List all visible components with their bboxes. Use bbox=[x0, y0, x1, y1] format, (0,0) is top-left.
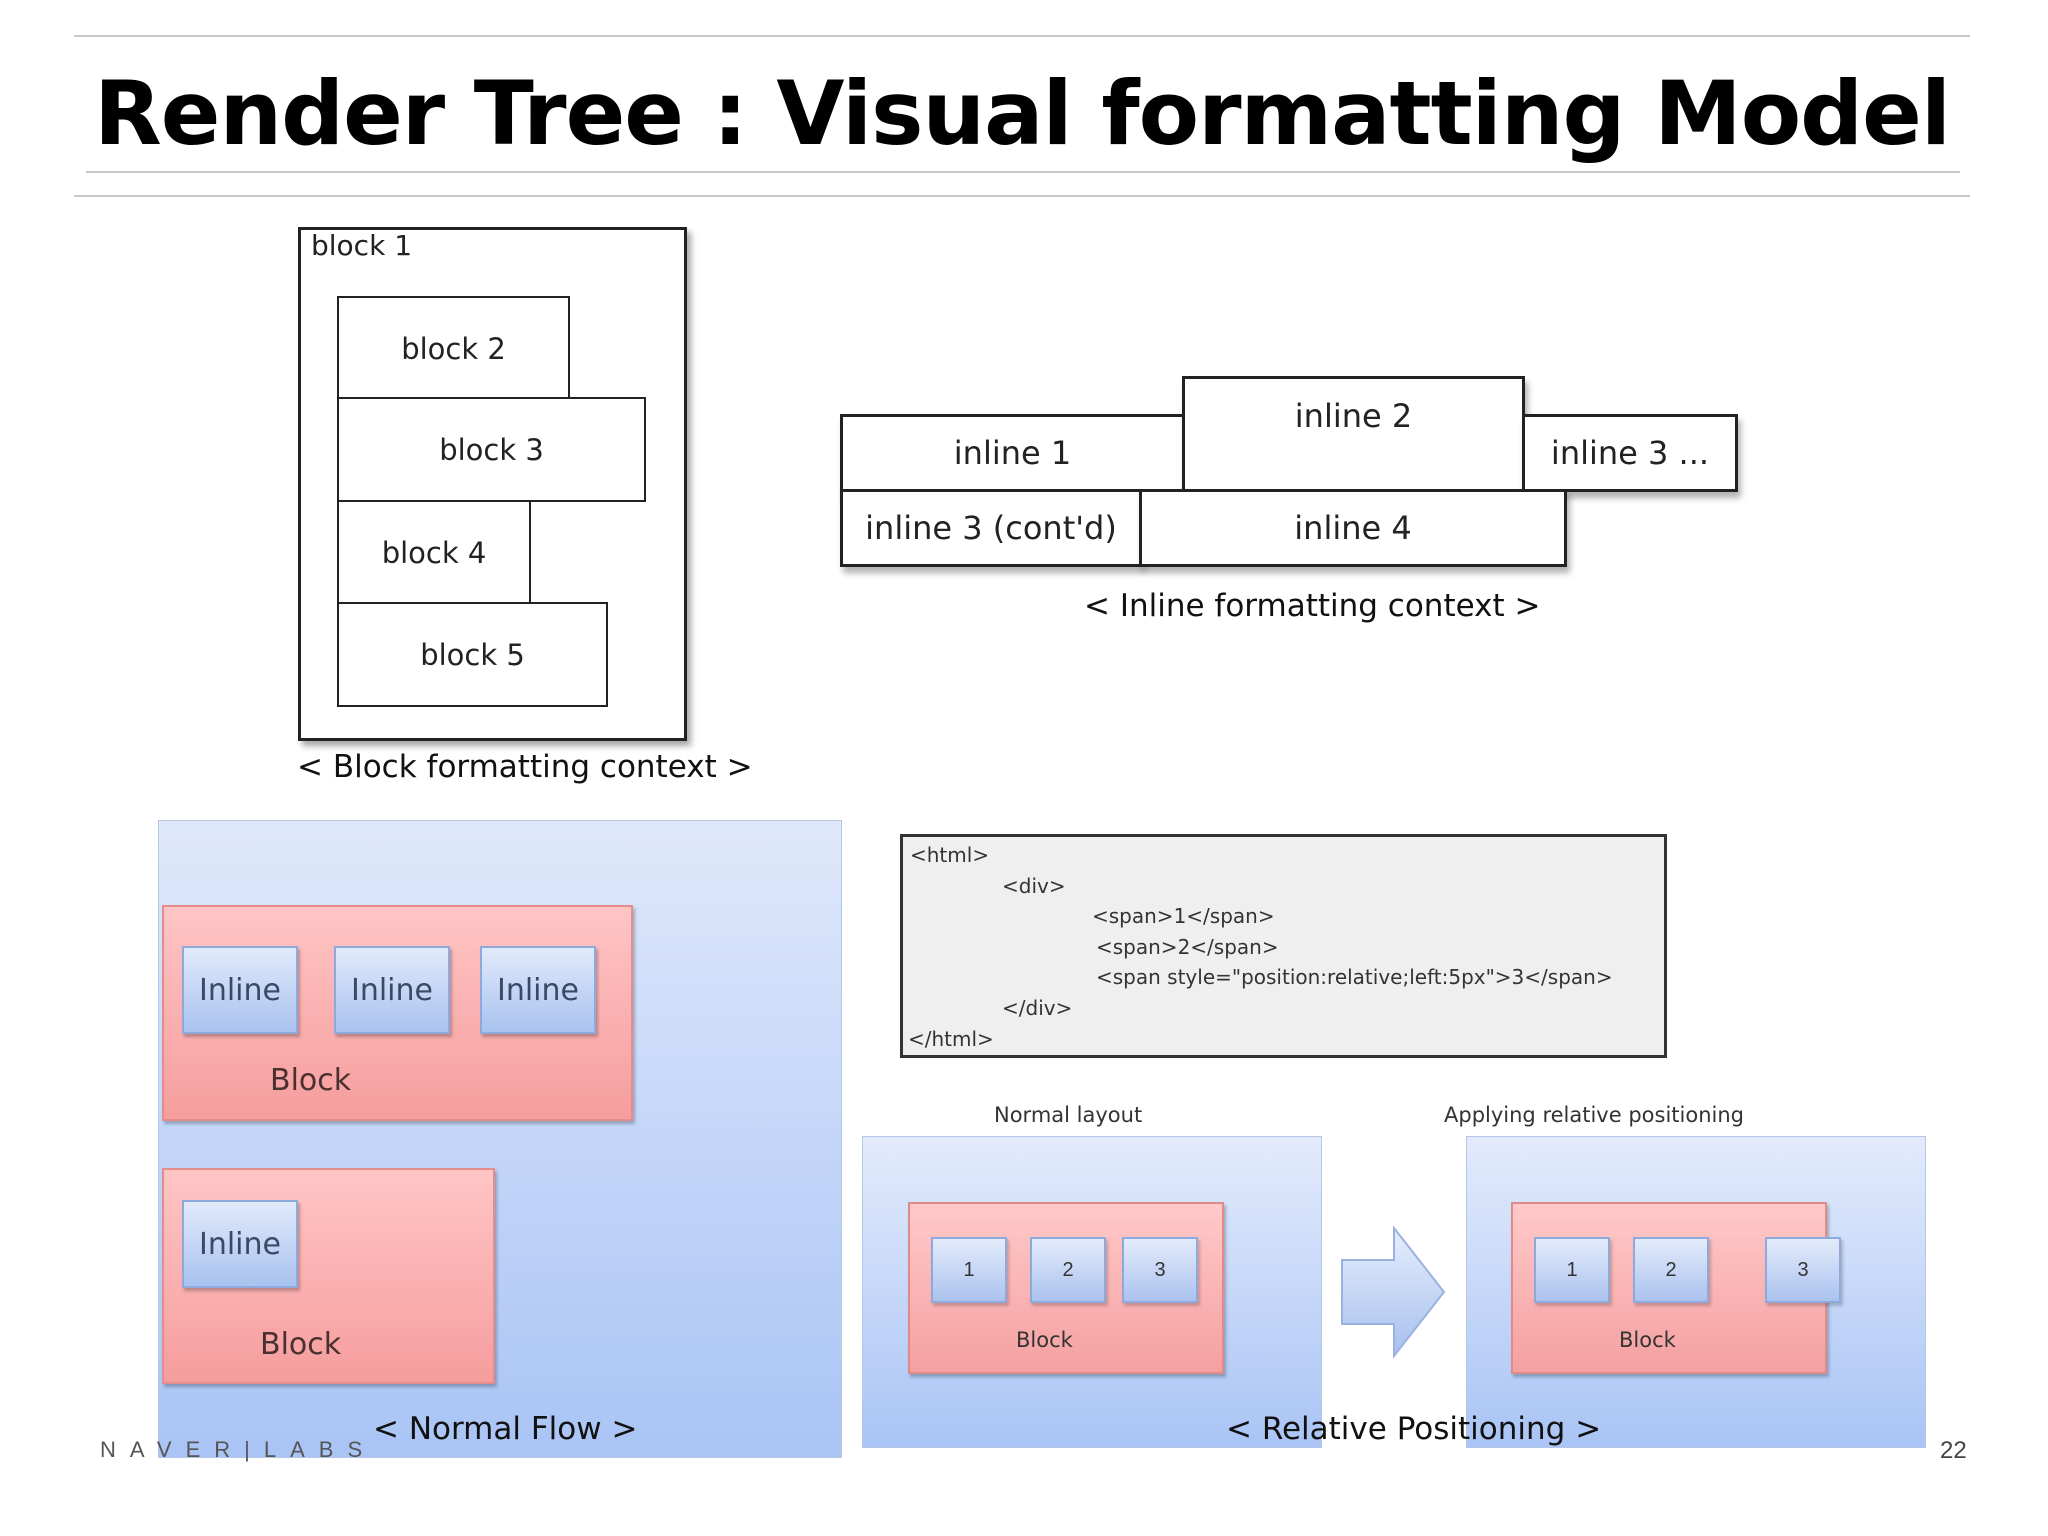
title-underline bbox=[86, 171, 1960, 173]
normal-layout-span-2: 2 bbox=[1030, 1237, 1106, 1303]
code-line: <span>2</span> bbox=[1096, 935, 1279, 959]
inline-3-cont-box: inline 3 (cont'd) bbox=[840, 489, 1142, 567]
normal-layout-span-1: 1 bbox=[931, 1237, 1007, 1303]
applied-layout-span-3: 3 bbox=[1765, 1237, 1841, 1303]
relative-positioning-caption: < Relative Positioning > bbox=[1226, 1411, 1602, 1447]
code-sample-box bbox=[900, 834, 1667, 1058]
block-1-label: block 1 bbox=[311, 229, 413, 262]
block-context-caption: < Block formatting context > bbox=[297, 749, 753, 785]
normal-flow-caption: < Normal Flow > bbox=[373, 1411, 638, 1447]
applied-layout-block-label: Block bbox=[1619, 1328, 1676, 1352]
top-rule bbox=[74, 35, 1970, 37]
normal-flow-block-2-label: Block bbox=[260, 1327, 342, 1362]
inline-4-box: inline 4 bbox=[1139, 489, 1567, 567]
slide-title: Render Tree : Visual formatting Model bbox=[94, 62, 1951, 165]
code-line: <html> bbox=[910, 843, 990, 867]
normal-layout-block-label: Block bbox=[1016, 1328, 1073, 1352]
inline-2-box: inline 2 bbox=[1182, 376, 1525, 492]
inline-3-box: inline 3 ... bbox=[1522, 414, 1738, 492]
applied-layout-span-1: 1 bbox=[1534, 1237, 1610, 1303]
arrow-right-icon bbox=[1341, 1226, 1446, 1358]
title-underline-2 bbox=[74, 195, 1970, 197]
block-3-box: block 3 bbox=[337, 397, 646, 502]
code-line: <span style="position:relative;left:5px"… bbox=[1096, 965, 1613, 989]
code-line: </html> bbox=[908, 1027, 994, 1051]
normal-flow-inline-2: Inline bbox=[334, 946, 450, 1034]
block-2-box: block 2 bbox=[337, 296, 570, 401]
normal-layout-caption: Normal layout bbox=[994, 1103, 1143, 1127]
code-line: </div> bbox=[1002, 996, 1073, 1020]
applied-positioning-caption: Applying relative positioning bbox=[1444, 1103, 1744, 1127]
applied-layout-span-2: 2 bbox=[1633, 1237, 1709, 1303]
inline-1-box: inline 1 bbox=[840, 414, 1185, 492]
block-4-box: block 4 bbox=[337, 500, 531, 605]
block-5-box: block 5 bbox=[337, 602, 608, 707]
normal-flow-block-1-label: Block bbox=[270, 1063, 352, 1098]
code-line: <span>1</span> bbox=[1092, 904, 1275, 928]
page-number: 22 bbox=[1940, 1437, 1967, 1464]
naver-labs-logo: NAVER|LABS bbox=[100, 1437, 377, 1462]
normal-layout-span-3: 3 bbox=[1122, 1237, 1198, 1303]
normal-flow-inline-3: Inline bbox=[480, 946, 596, 1034]
code-line: <div> bbox=[1002, 874, 1066, 898]
normal-flow-inline-1: Inline bbox=[182, 946, 298, 1034]
normal-flow-inline-4: Inline bbox=[182, 1200, 298, 1288]
inline-context-caption: < Inline formatting context > bbox=[1084, 588, 1541, 624]
